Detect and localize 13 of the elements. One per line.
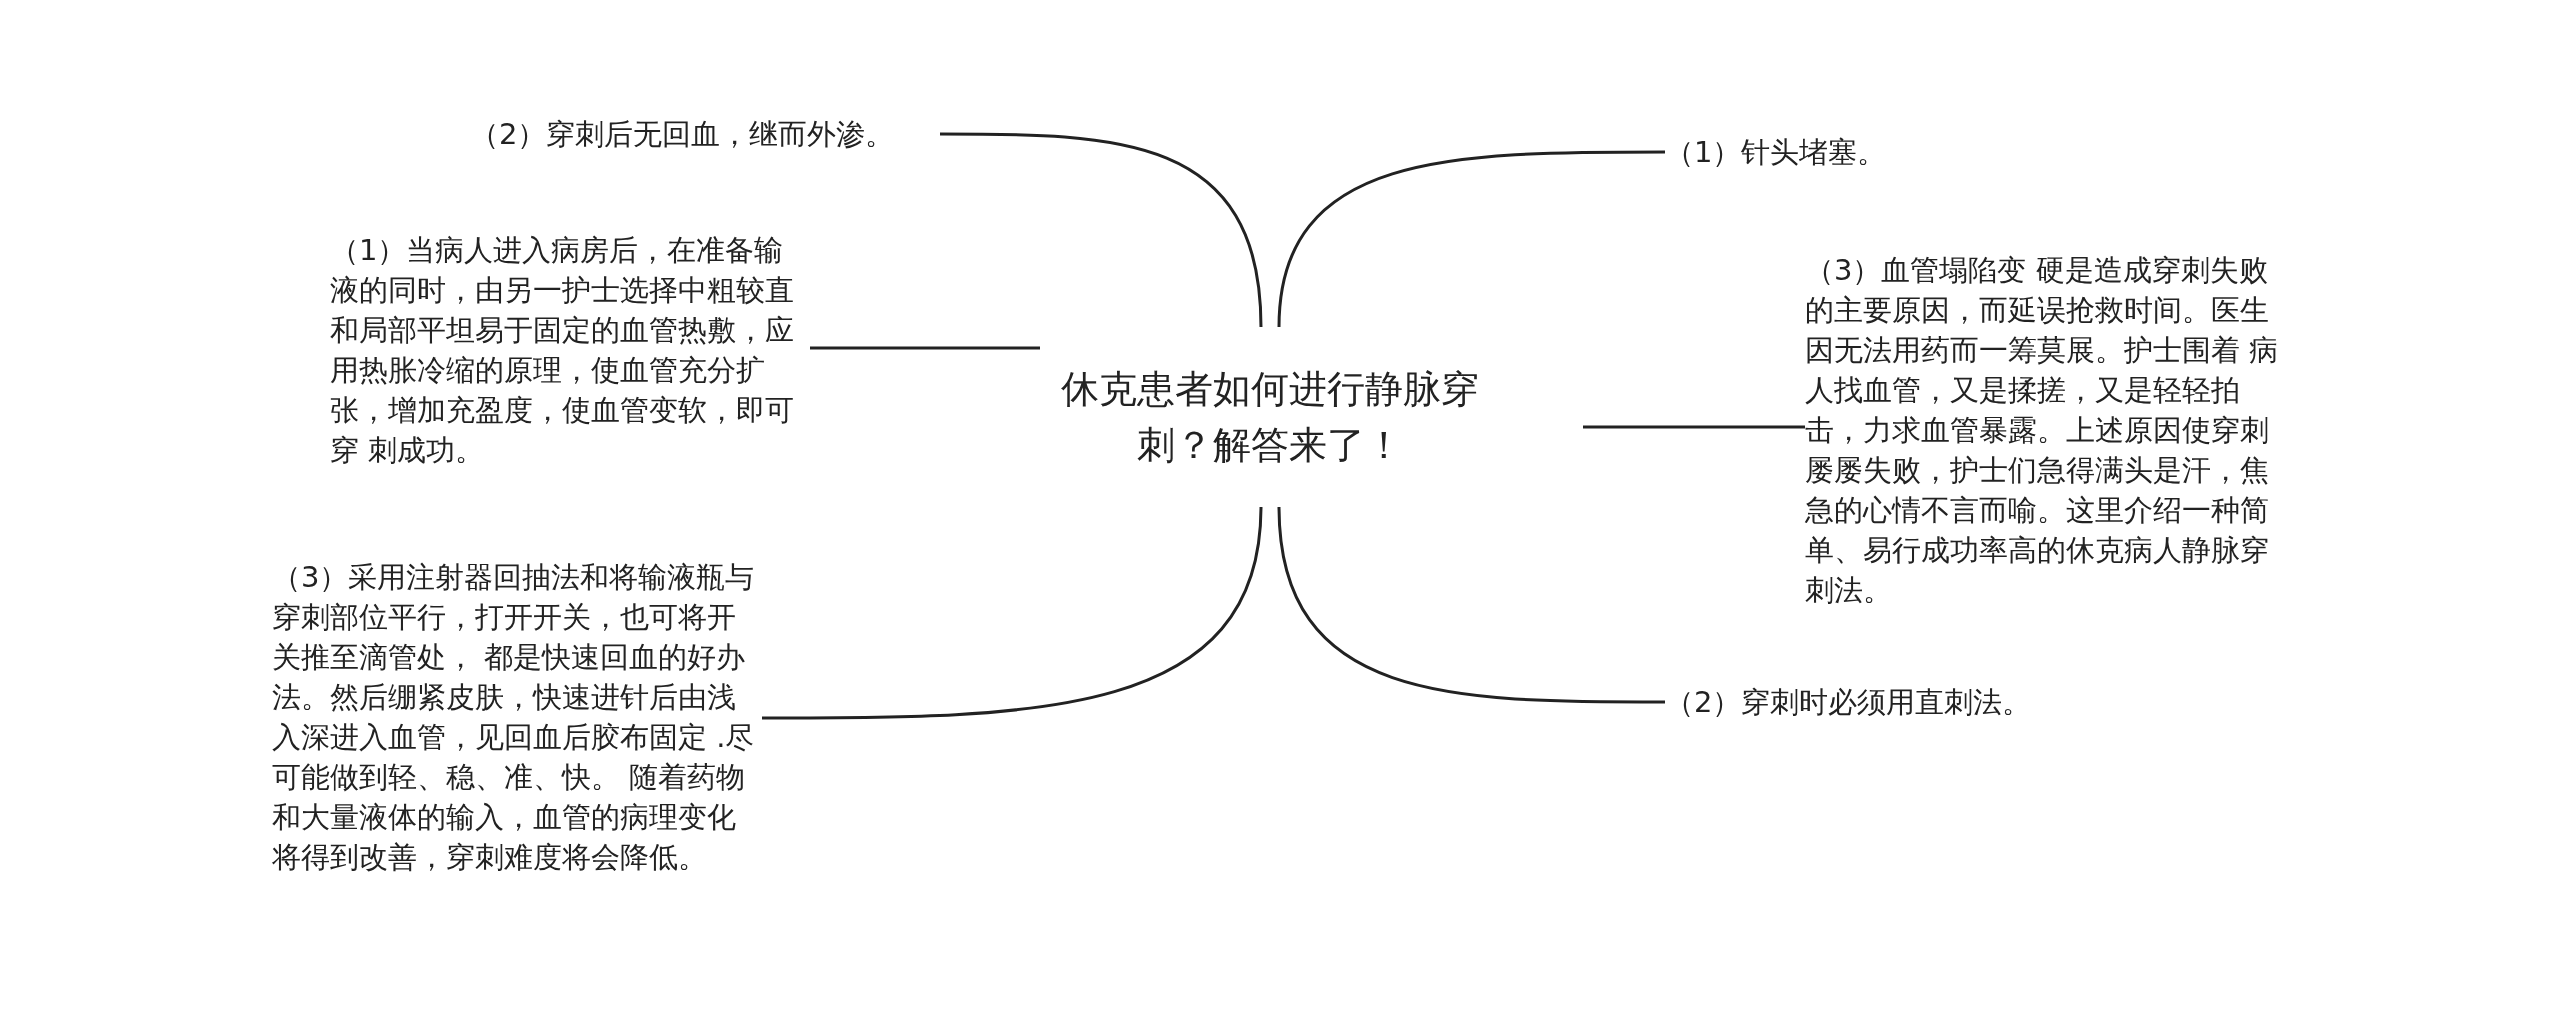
- connector-line: [810, 346, 1040, 350]
- branch-text: （1）当病人进入病房后，在准备输液的同时，由另一护士选择中粗较直和局部平坦易于固定的血管热敷，应用热胀冷缩的原理，使血管充分扩张，增加充盈度，使血管变软，即可穿 刺成功。: [330, 232, 795, 469]
- connector-line: [1277, 150, 1665, 328]
- branch-text: （2）穿刺后无回血，继而外渗。: [470, 116, 895, 153]
- connector-line: [1277, 506, 1665, 704]
- branch-text: （3）血管塌陷变 硬是造成穿刺失败的主要原因，而延误抢救时间。医生因无法用药而一筹莫展。护士围着 病人找血管，又是揉搓，又是轻轻拍击，力求血管暴露。上述原因使穿刺屡屡失败，护士们急得满头是汗，焦急的心情不言而喻。这里介绍一种简单、易行成功率高的休克病人静脉穿刺法。: [1805, 252, 2280, 609]
- branch-text: （1）针头堵塞。: [1665, 134, 1887, 171]
- connector-line: [762, 506, 1263, 720]
- topic-title: 休克患者如何进行静脉穿刺？解答来了！: [1060, 366, 1480, 469]
- branch-text: （3）采用注射器回抽法和将输液瓶与穿刺部位平行，打开开关，也可将开关推至滴管处， 都是快速回血的好办法。然后绷紧皮肤，快速进针后由浅入深进入血管，见回血后胶布固定 .尽可能做到轻、稳、准、快。 随着药物和大量液体的输入，血管的病理变化将得到改善，穿刺难度将会降低。: [272, 559, 756, 876]
- connector-line: [1583, 425, 1805, 429]
- connector-line: [940, 132, 1263, 328]
- branch-text: （2）穿刺时必须用直刺法。: [1665, 684, 2032, 721]
